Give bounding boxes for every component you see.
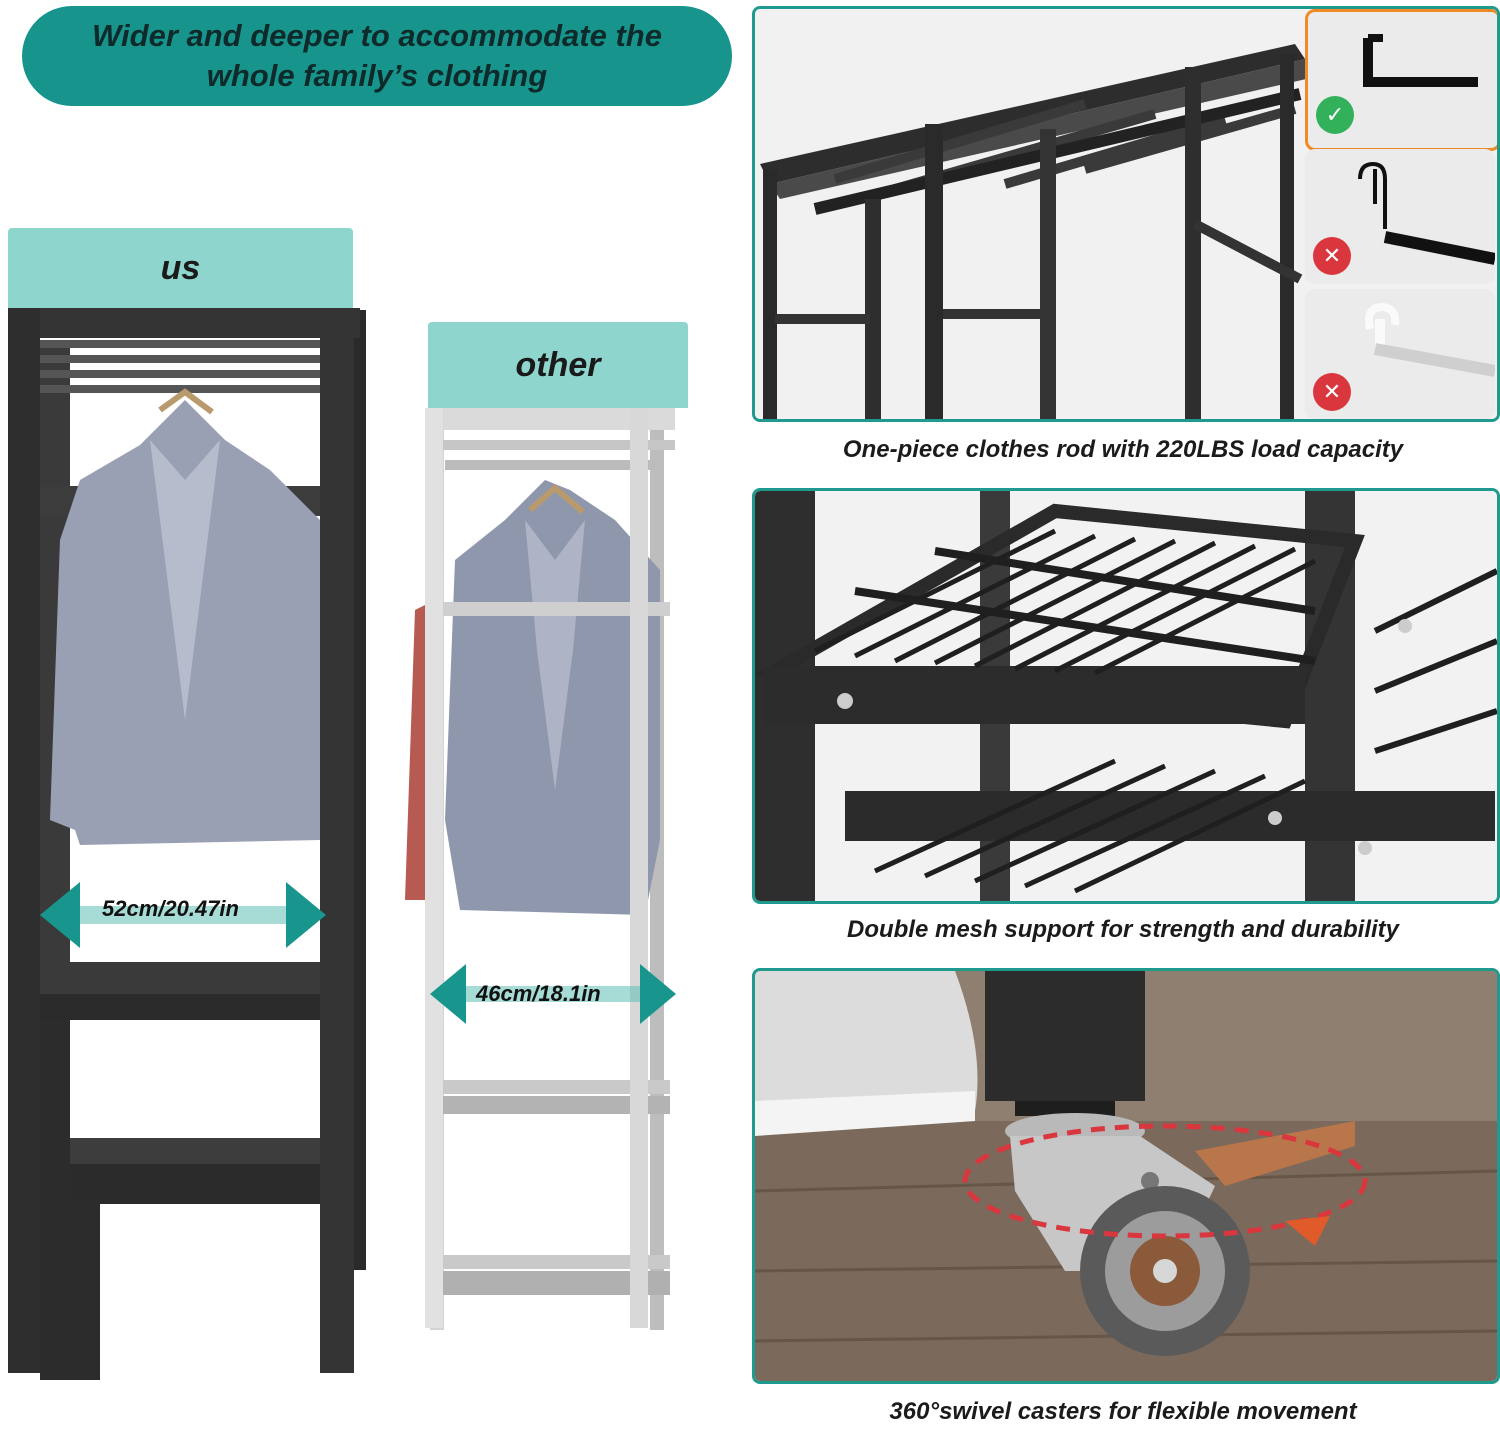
headline-banner: Wider and deeper to accommodate the whol… xyxy=(22,6,732,106)
clothes-rod-image xyxy=(755,9,1497,419)
mesh-shelf-image xyxy=(755,491,1497,901)
feature-panel-mesh xyxy=(752,488,1500,904)
plastic-hook-icon xyxy=(1364,302,1495,377)
feature-panel-clothes-rod: ✓ ✕ ✕ xyxy=(752,6,1500,422)
headline-line-2: whole family’s clothing xyxy=(206,58,548,93)
hook-option-wrong-2: ✕ xyxy=(1305,289,1495,419)
caption-casters: 360°swivel casters for flexible movement xyxy=(889,1398,1357,1425)
caption-mesh: Double mesh support for strength and dur… xyxy=(846,916,1400,943)
caption-clothes-rod: One-piece clothes rod with 220LBS load c… xyxy=(842,436,1404,463)
x-icon: ✕ xyxy=(1313,237,1351,275)
caster-wheel-image xyxy=(755,971,1497,1381)
tab-other-label: other xyxy=(515,345,601,384)
headline-line-1: Wider and deeper to accommodate the xyxy=(92,18,662,53)
x-icon: ✕ xyxy=(1313,373,1351,411)
hook-option-correct: ✓ xyxy=(1305,9,1497,151)
us-rack-illustration xyxy=(8,308,366,1380)
other-rack-illustration xyxy=(405,408,675,1330)
us-width-arrow-icon xyxy=(40,882,326,948)
other-width-arrow-icon xyxy=(430,964,676,1024)
other-width-label: 46cm/18.1in xyxy=(476,981,601,1006)
wire-hook-icon xyxy=(1358,161,1495,265)
tab-us-label: us xyxy=(160,248,201,287)
hook-option-wrong-1: ✕ xyxy=(1305,149,1495,284)
one-piece-hook-icon xyxy=(1363,34,1478,87)
tab-us: us xyxy=(8,228,353,308)
us-width-label: 52cm/20.47in xyxy=(102,896,239,921)
feature-panel-casters xyxy=(752,968,1500,1384)
tab-other: other xyxy=(428,322,688,408)
check-icon: ✓ xyxy=(1316,96,1354,134)
